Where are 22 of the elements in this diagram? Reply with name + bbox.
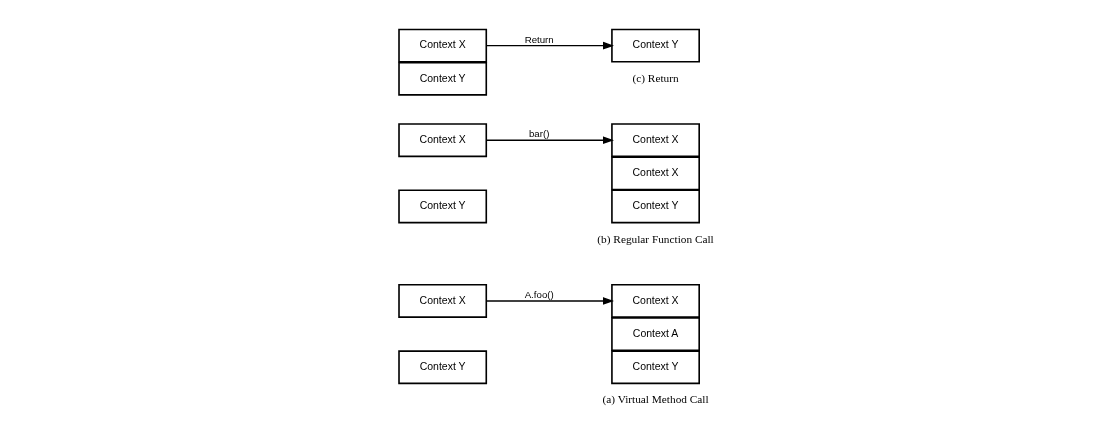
node-box: Context X	[398, 123, 488, 158]
node-box: Context Y	[398, 350, 488, 385]
edge-label: A.foo()	[524, 289, 554, 301]
node-box: Context X	[611, 284, 700, 318]
arrow	[485, 41, 614, 50]
node-box: Context Y	[611, 28, 700, 63]
node-box: Context Y	[611, 189, 700, 224]
label: (b) Regular Function Call	[597, 232, 714, 245]
label: (c) Return	[632, 71, 679, 84]
label: (a) Virtual Method Call	[602, 393, 709, 406]
edge-label: Return	[524, 33, 554, 45]
node-box: Context X	[611, 123, 700, 158]
node-box: Context Y	[398, 61, 488, 96]
edge-label: bar()	[528, 128, 550, 140]
arrow	[485, 297, 614, 305]
arrow	[485, 136, 614, 145]
node-box: Context Y	[611, 350, 700, 385]
node-box: Context Y	[398, 189, 488, 224]
node-box: Context A	[611, 317, 700, 352]
node-box: Context X	[398, 28, 488, 63]
node-box: Context X	[611, 156, 700, 191]
node-box: Context X	[398, 284, 488, 318]
